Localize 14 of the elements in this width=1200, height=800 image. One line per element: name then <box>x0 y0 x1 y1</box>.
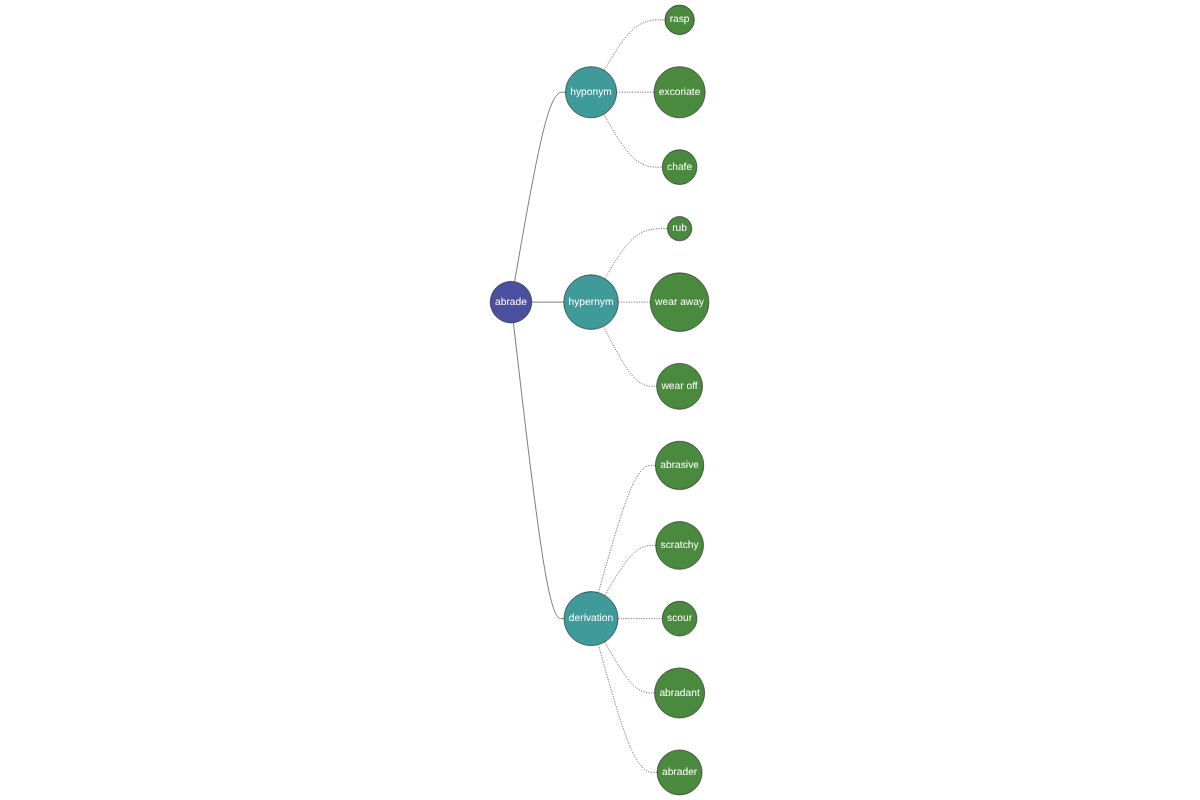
connector <box>514 91 567 282</box>
connector <box>618 301 652 303</box>
connector <box>604 545 657 596</box>
connector <box>603 114 664 168</box>
connector <box>598 465 657 593</box>
connector <box>513 322 565 619</box>
connector <box>531 301 565 303</box>
connector <box>604 641 656 694</box>
connector <box>603 326 658 387</box>
connector <box>598 644 658 773</box>
connector <box>618 618 664 619</box>
connector <box>616 91 655 93</box>
connector <box>604 19 666 71</box>
connector <box>605 228 669 279</box>
